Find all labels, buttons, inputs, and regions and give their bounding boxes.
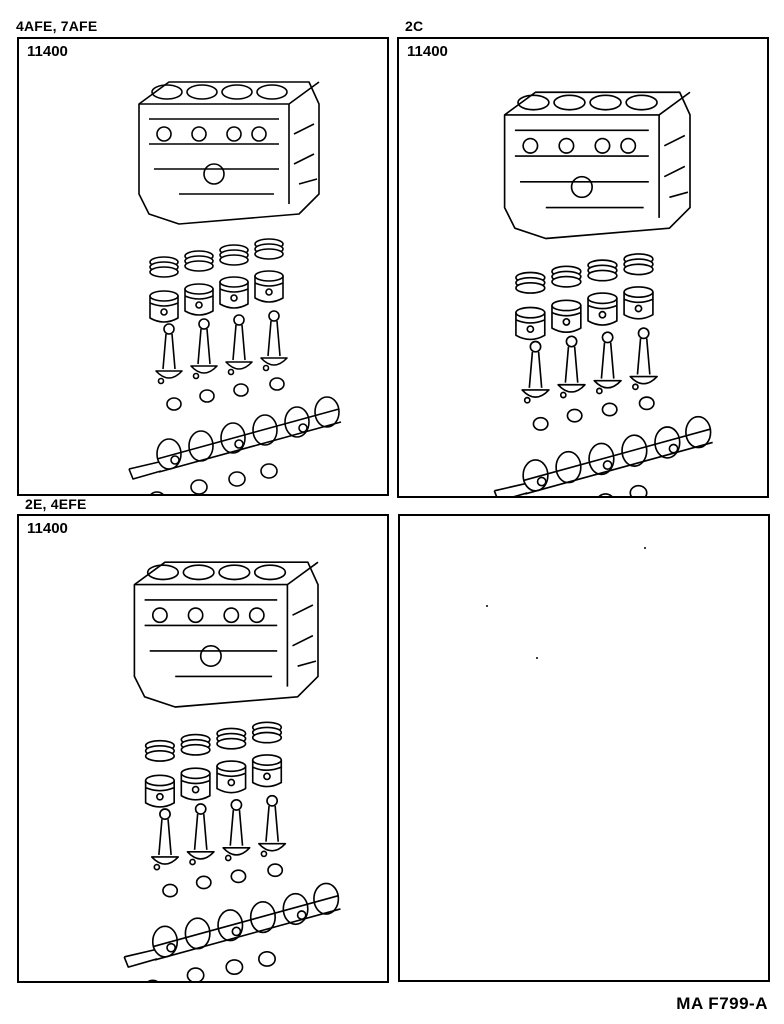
cylinder-block-icon: [133, 561, 319, 708]
part-code: 11400: [27, 43, 68, 60]
cylinder-block-icon: [138, 81, 320, 225]
diagram-panel-2c: 11400: [397, 37, 769, 498]
piston-ring-set-icon: [144, 721, 283, 762]
piston-icon: [144, 754, 283, 808]
crankshaft-icon: [128, 396, 342, 480]
short-block-engine-icon: [493, 91, 713, 496]
crankshaft-icon: [123, 882, 341, 968]
footer-code: MA F799-A: [676, 994, 768, 1013]
stray-dots: [486, 547, 646, 659]
connecting-rod-icon: [150, 794, 287, 871]
diagram-panel-2e-4efe: 11400: [17, 514, 389, 983]
piston-icon: [515, 286, 654, 341]
short-block-engine-icon: [128, 81, 342, 494]
bearing-shell-icon: [532, 396, 655, 496]
piston-icon: [149, 270, 284, 323]
crankshaft-icon: [493, 415, 713, 496]
cylinder-block-icon: [503, 91, 691, 240]
engine-label-2e-4efe: 2E, 4EFE: [25, 496, 87, 512]
connecting-rod-icon: [521, 327, 658, 404]
engine-label-2c: 2C: [405, 18, 424, 34]
piston-ring-set-icon: [515, 253, 654, 294]
piston-ring-set-icon: [149, 238, 284, 278]
part-code: 11400: [407, 43, 448, 60]
diagram-panel-empty: [398, 514, 770, 982]
bearing-shell-icon: [147, 863, 284, 981]
engine-label-4afe-7afe: 4AFE, 7AFE: [16, 18, 98, 34]
connecting-rod-icon: [155, 310, 288, 385]
diagram-panel-4afe-7afe: 11400: [17, 37, 389, 496]
part-code: 11400: [27, 520, 68, 537]
bearing-shell-icon: [150, 377, 285, 494]
short-block-engine-icon: [123, 561, 341, 981]
